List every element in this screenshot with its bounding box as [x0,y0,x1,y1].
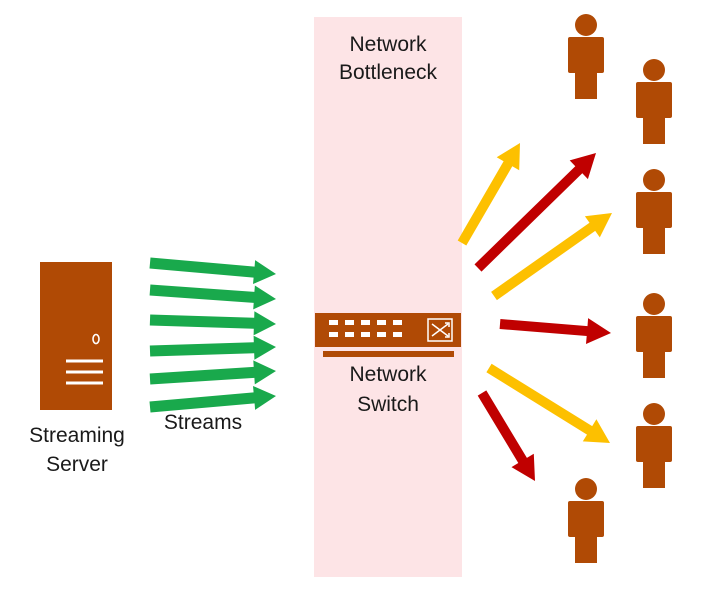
outgoing-arrow-congested [474,153,596,272]
person-icon [636,59,672,144]
server-label-line1: Streaming [29,424,125,447]
stream-arrow [149,335,276,360]
stream-arrow [149,360,276,385]
stream-arrow [149,311,276,336]
stream-arrows [149,257,276,413]
server-tower-icon [40,262,112,410]
bottleneck-zone [314,17,462,577]
outgoing-arrows [457,143,612,481]
outgoing-arrow-congested [499,318,611,344]
person-icon [636,403,672,488]
stream-arrow [149,257,276,284]
stream-arrow [149,386,276,413]
outgoing-arrow-congested [477,390,535,481]
person-icon [568,14,604,99]
person-icon [636,169,672,254]
bottleneck-label-line2: Bottleneck [339,61,438,84]
streams-label: Streams [164,411,242,434]
switch-label-line2: Switch [357,393,419,416]
person-icon [568,478,604,563]
bottleneck-label-line1: Network [349,33,427,56]
server-label-line2: Server [46,453,108,476]
person-icon [636,293,672,378]
outgoing-arrow-ok [491,213,612,301]
outgoing-arrow-ok [486,363,610,443]
switch-label-line1: Network [349,363,427,386]
outgoing-arrow-ok [457,143,520,246]
network-switch-icon [315,313,461,357]
stream-arrow [149,284,276,310]
